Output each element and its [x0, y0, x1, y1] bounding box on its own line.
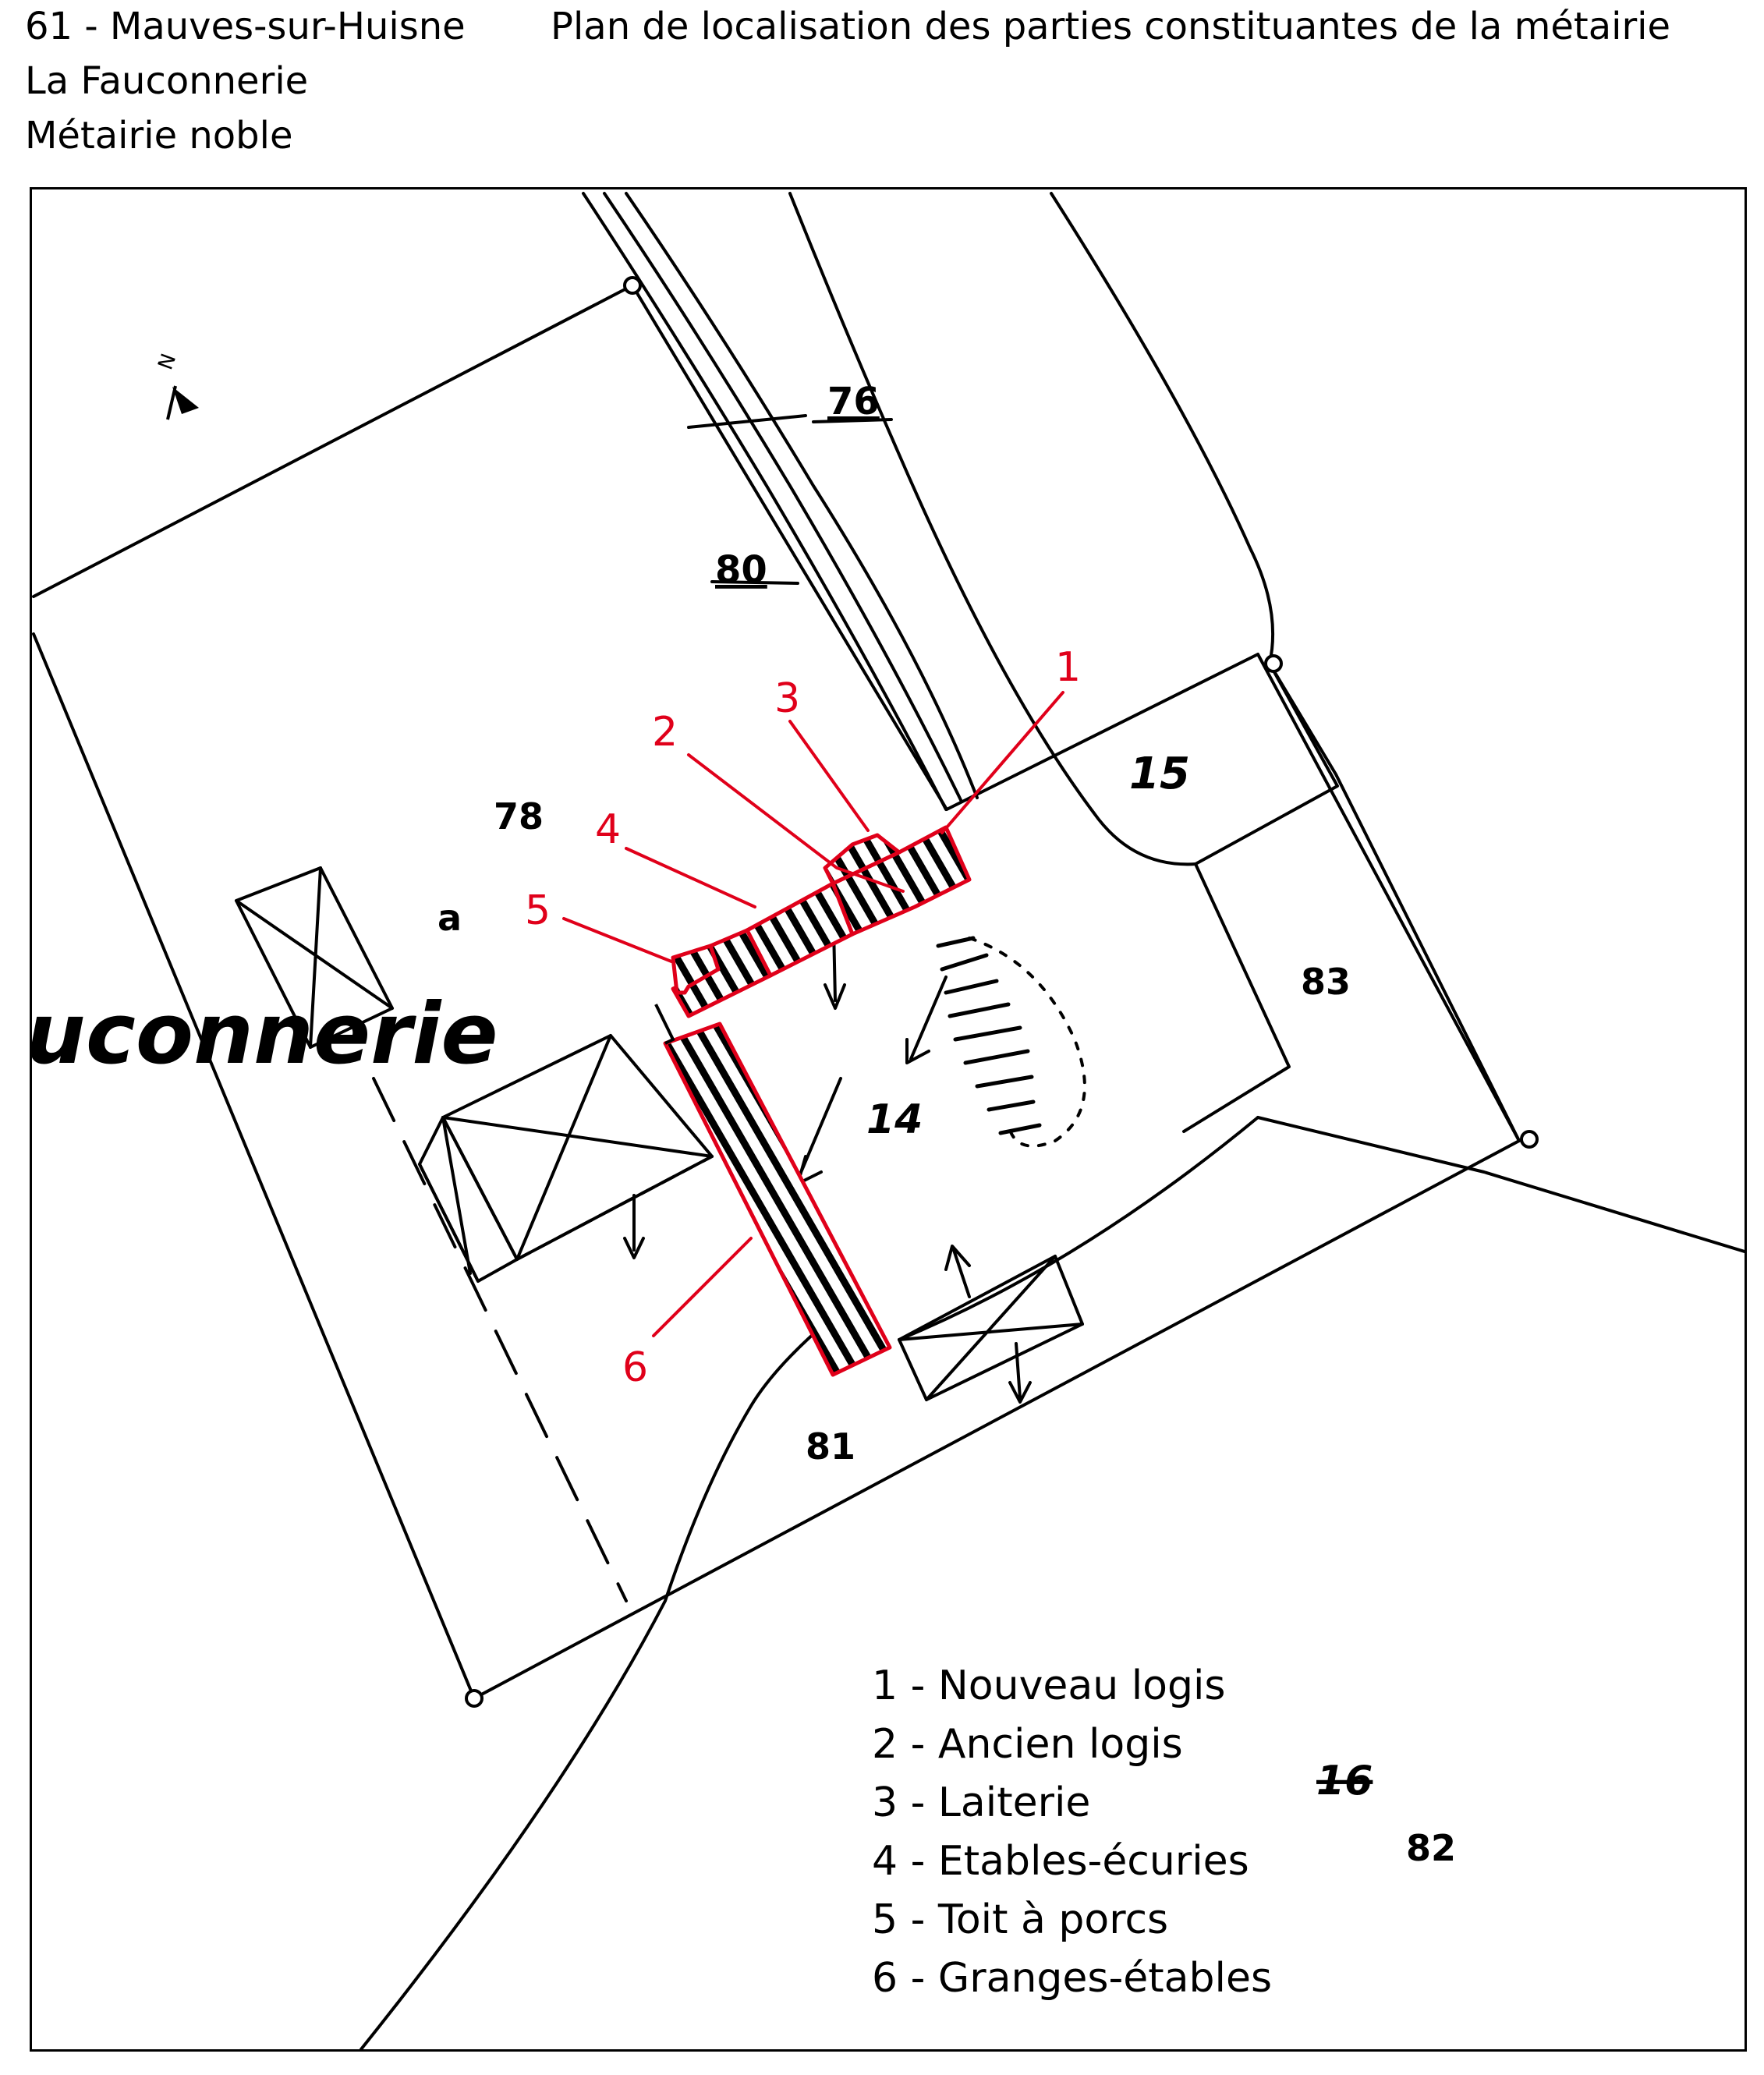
- building-outline: [515, 1155, 714, 1261]
- parcel-number: 80: [715, 548, 767, 592]
- callout-number-5: 5: [525, 887, 551, 934]
- arrow: [710, 580, 799, 585]
- dashed-boundary: [372, 1077, 628, 1602]
- parcel-boundary: [1182, 662, 1339, 1133]
- arrow: [687, 414, 807, 429]
- legend-item: 6 - Granges-étables: [872, 1955, 1273, 2002]
- survey-point: [623, 276, 642, 295]
- plan-drawing: N 76 80 78 a 15 83 14 81 16 82 uconnerie…: [32, 192, 1745, 2049]
- north-arrow-icon: N: [154, 351, 199, 420]
- callout-line-2: [687, 753, 905, 893]
- dotted-area: [968, 937, 1086, 1148]
- legend-item: 2 - Ancien logis: [872, 1721, 1183, 1768]
- parcel-number: 76: [827, 380, 880, 423]
- callout-number-2: 2: [652, 709, 678, 756]
- callout-line-4: [625, 847, 756, 908]
- place-name: uconnerie: [32, 986, 498, 1083]
- legend-item: 5 - Toit à porcs: [872, 1896, 1169, 1943]
- road: [1050, 192, 1275, 665]
- location-label: 61 - Mauves-sur-Huisne: [25, 5, 466, 48]
- parcel-number: 82: [1406, 1827, 1456, 1869]
- callout-number-3: 3: [774, 675, 800, 722]
- callout-number-4: 4: [595, 806, 621, 853]
- road: [603, 192, 963, 803]
- callout-line-1: [940, 691, 1064, 834]
- legend-item: 4 - Etables-écuries: [872, 1838, 1249, 1885]
- parcel-number: 15: [1129, 749, 1190, 799]
- callout-line-5: [562, 917, 673, 963]
- survey-point: [1264, 654, 1283, 673]
- path: [898, 1116, 1259, 1341]
- arrow: [905, 976, 948, 1064]
- north-label: N: [154, 351, 181, 374]
- hatch-marks: [936, 936, 1042, 1135]
- path: [360, 1319, 831, 2049]
- road: [788, 192, 1197, 866]
- parcel-number: a: [437, 897, 462, 939]
- parcel-number: 14: [866, 1096, 923, 1143]
- page-title: Plan de localisation des parties constit…: [551, 5, 1671, 48]
- cadastral-plan: N 76 80 78 a 15 83 14 81 16 82 uconnerie…: [30, 187, 1747, 2052]
- survey-point: [465, 1689, 484, 1708]
- callout-number-6: 6: [622, 1344, 648, 1391]
- survey-point: [1520, 1130, 1539, 1149]
- site-label: La Fauconnerie: [25, 59, 309, 103]
- building-5-toit-a-porcs: [671, 944, 721, 995]
- callout-line-6: [652, 1237, 753, 1337]
- arrow: [944, 1245, 971, 1298]
- arrow: [1008, 1342, 1032, 1404]
- arrow: [796, 1077, 842, 1185]
- arrow: [623, 1194, 645, 1259]
- parcel-boundary: [1268, 662, 1521, 1142]
- road: [625, 192, 979, 799]
- type-label: Métairie noble: [25, 114, 293, 158]
- legend: 1 - Nouveau logis 2 - Ancien logis 3 - L…: [872, 1657, 1272, 2008]
- parcel-boundary: [1256, 1116, 1745, 1253]
- parcel-number: 83: [1301, 961, 1351, 1003]
- parcel-number: 16: [1316, 1758, 1373, 1804]
- parcel-number: 78: [494, 795, 544, 837]
- legend-item: 1 - Nouveau logis: [872, 1662, 1226, 1709]
- parcel-number: 81: [806, 1425, 855, 1468]
- building-6-granges-etables: [663, 1022, 892, 1377]
- arrow: [812, 418, 893, 423]
- callout-line-3: [788, 720, 870, 832]
- callout-number-1: 1: [1055, 644, 1081, 691]
- legend-item: 3 - Laiterie: [872, 1779, 1091, 1826]
